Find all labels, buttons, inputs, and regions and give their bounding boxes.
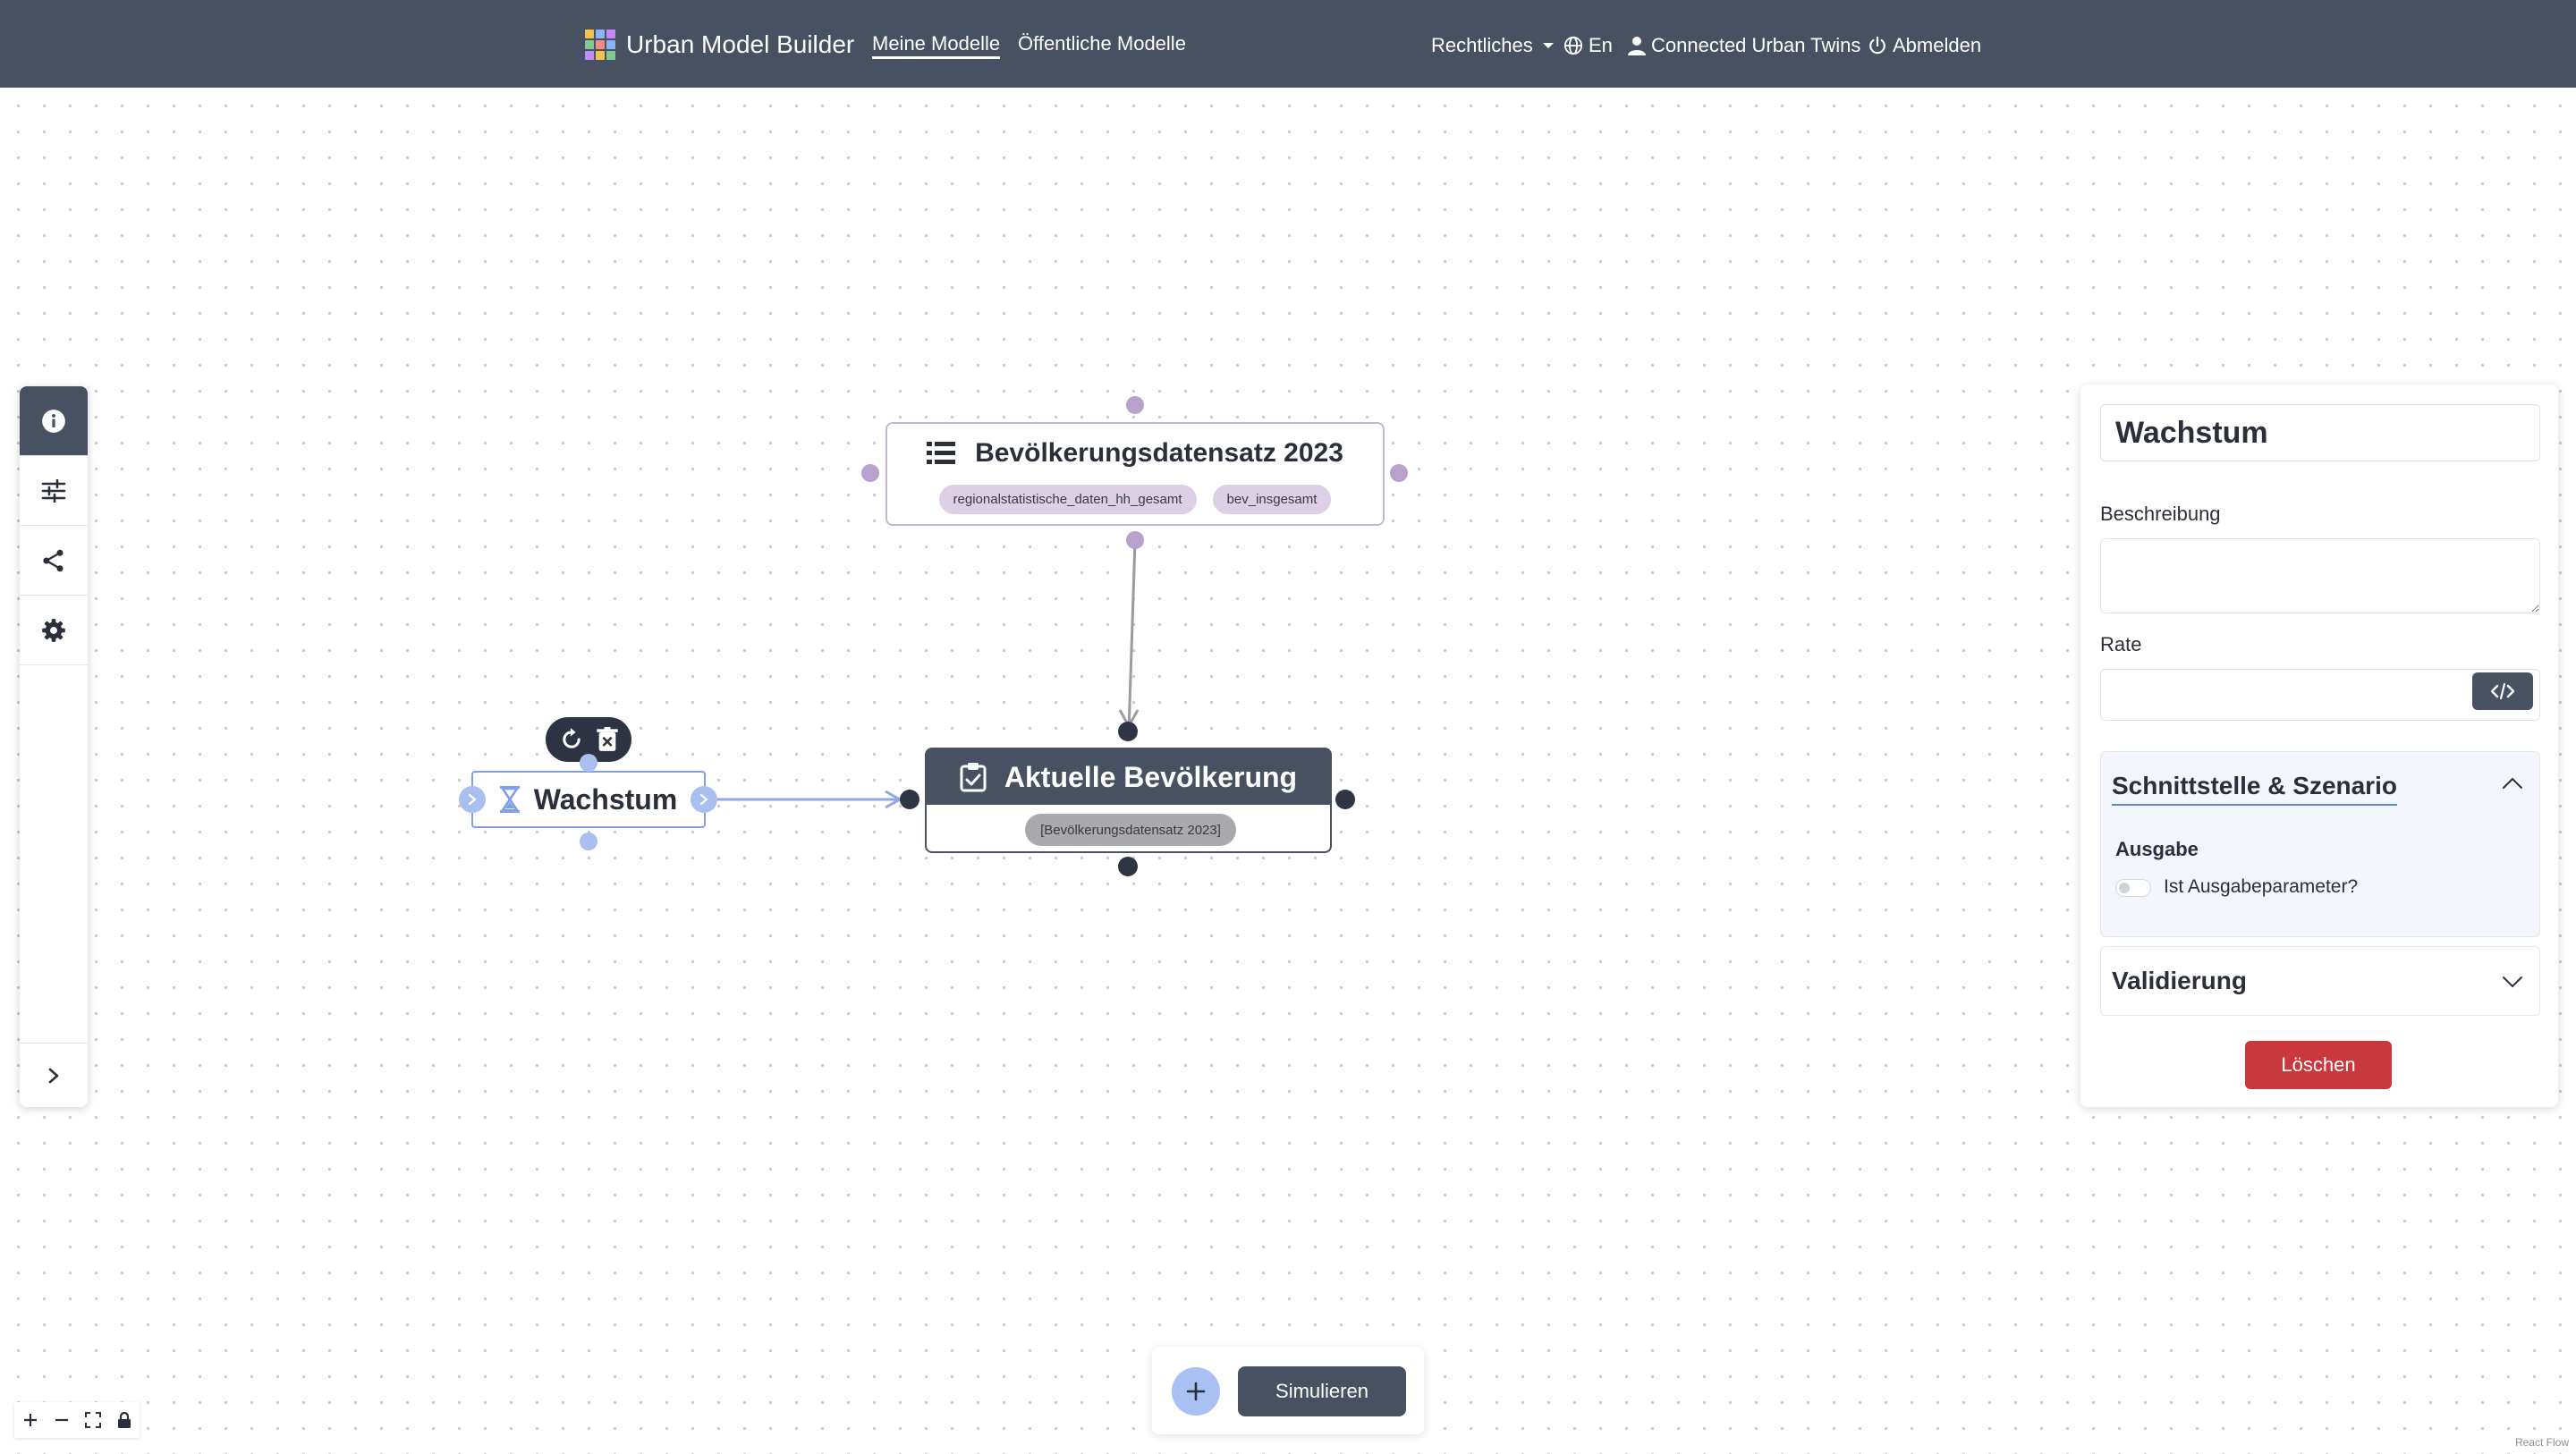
top-navbar: Urban Model Builder Meine Modelle Öffent… — [0, 0, 2576, 88]
accordion-validation[interactable]: Validierung — [2100, 946, 2540, 1016]
legal-label: Rechtliches — [1431, 34, 1533, 56]
sidebar-share-button[interactable] — [20, 526, 88, 596]
user-icon — [1628, 37, 1646, 55]
nav-link-public-models[interactable]: Öffentliche Modelle — [1018, 32, 1186, 55]
description-textarea[interactable] — [2100, 538, 2540, 613]
sliders-icon — [41, 478, 66, 503]
node-properties-panel: Beschreibung Rate Schnittstelle & Szenar… — [2080, 385, 2558, 1107]
chevron-up-icon — [2503, 777, 2522, 789]
fit-view-button[interactable] — [77, 1402, 108, 1438]
rate-label: Rate — [2100, 633, 2142, 655]
urban-model-logo-icon — [585, 30, 615, 60]
chevron-down-icon — [2503, 976, 2522, 988]
output-parameter-label: Ist Ausgabeparameter? — [2164, 876, 2359, 897]
delete-button[interactable]: Löschen — [2245, 1041, 2392, 1089]
clipboard-check-icon — [960, 763, 987, 792]
globe-icon — [1563, 36, 1583, 55]
trash-icon[interactable] — [597, 727, 618, 752]
plus-icon — [1186, 1382, 1206, 1401]
node-dataset-handle-left[interactable] — [861, 464, 879, 482]
brand[interactable]: Urban Model Builder — [585, 27, 854, 63]
code-icon — [2491, 683, 2514, 699]
population-tag: [Bevölkerungsdatensatz 2023] — [1025, 814, 1236, 846]
hourglass-icon — [499, 786, 520, 813]
left-sidebar — [20, 386, 88, 1107]
node-dataset[interactable]: Bevölkerungsdatensatz 2023 regionalstati… — [886, 422, 1385, 526]
rotate-icon[interactable] — [559, 727, 584, 752]
rate-input[interactable] — [2100, 669, 2540, 721]
language-switch[interactable]: En — [1563, 32, 1613, 59]
share-icon — [43, 549, 64, 571]
sidebar-expand-button[interactable] — [20, 1043, 88, 1107]
user-menu[interactable]: Connected Urban Twins — [1628, 32, 1860, 59]
lock-button[interactable] — [108, 1402, 140, 1438]
code-editor-button[interactable] — [2472, 672, 2533, 710]
logout-button[interactable]: Abmelden — [1868, 32, 1981, 59]
sidebar-info-button[interactable] — [20, 386, 88, 456]
user-name: Connected Urban Twins — [1651, 34, 1861, 56]
bottom-toolbar: Simulieren — [1152, 1347, 1424, 1434]
lock-icon — [117, 1412, 131, 1428]
sidebar-parameters-button[interactable] — [20, 456, 88, 526]
node-population[interactable]: Aktuelle Bevölkerung [Bevölkerungsdatens… — [925, 748, 1332, 853]
chevron-right-icon — [48, 1068, 59, 1083]
list-icon — [927, 442, 956, 464]
chevron-right-icon — [468, 793, 477, 806]
node-growth[interactable]: Wachstum — [471, 771, 706, 828]
output-parameter-toggle[interactable] — [2115, 879, 2151, 897]
caret-down-icon — [1542, 43, 1554, 48]
node-growth-handle-bottom[interactable] — [580, 833, 597, 850]
node-growth-handle-top[interactable] — [580, 754, 597, 772]
edge-dataset-to-population — [1127, 540, 1137, 732]
plus-icon — [23, 1414, 37, 1426]
chevron-right-icon — [699, 793, 708, 806]
minus-icon — [55, 1418, 68, 1422]
info-icon — [42, 409, 65, 433]
gear-icon — [42, 618, 65, 642]
node-dataset-handle-bottom[interactable] — [1126, 531, 1144, 549]
description-label: Beschreibung — [2100, 503, 2221, 525]
accordion-validation-title: Validierung — [2112, 967, 2247, 994]
node-dataset-handle-top[interactable] — [1126, 396, 1144, 414]
node-population-handle-right[interactable] — [1335, 790, 1355, 809]
dataset-tag: regionalstatistische_daten_hh_gesamt — [938, 485, 1197, 514]
node-population-header: Aktuelle Bevölkerung — [927, 749, 1330, 805]
zoom-in-button[interactable] — [14, 1402, 46, 1438]
node-dataset-tags: regionalstatistische_daten_hh_gesamt bev… — [887, 485, 1383, 514]
legal-dropdown[interactable]: Rechtliches — [1431, 32, 1555, 59]
node-name-input[interactable] — [2100, 404, 2540, 461]
node-dataset-handle-right[interactable] — [1390, 464, 1408, 482]
node-growth-handle-right[interactable] — [691, 786, 717, 813]
add-node-button[interactable] — [1172, 1367, 1220, 1416]
logout-label: Abmelden — [1893, 34, 1982, 56]
node-dataset-title: Bevölkerungsdatensatz 2023 — [887, 438, 1383, 469]
accordion-interface-scenario: Schnittstelle & Szenario Ausgabe Ist Aus… — [2100, 751, 2540, 937]
dataset-tag: bev_insgesamt — [1212, 485, 1332, 514]
nav-link-my-models[interactable]: Meine Modelle — [872, 32, 1001, 59]
fit-view-icon — [84, 1412, 101, 1428]
brand-name: Urban Model Builder — [626, 30, 855, 58]
sidebar-settings-button[interactable] — [20, 596, 88, 665]
edge-arrowhead-icon — [885, 790, 903, 809]
react-flow-attribution[interactable]: React Flow — [2515, 1436, 2570, 1449]
node-population-handle-left[interactable] — [900, 790, 919, 809]
language-label: En — [1589, 34, 1613, 56]
accordion-interface-header[interactable]: Schnittstelle & Szenario — [2101, 752, 2539, 820]
simulate-button[interactable]: Simulieren — [1238, 1366, 1406, 1416]
flow-controls — [14, 1402, 140, 1438]
output-label: Ausgabe — [2115, 838, 2199, 860]
node-population-handle-top[interactable] — [1118, 722, 1138, 741]
node-growth-handle-left[interactable] — [459, 786, 486, 813]
power-icon — [1869, 36, 1885, 55]
zoom-out-button[interactable] — [46, 1402, 77, 1438]
node-population-handle-bottom[interactable] — [1118, 857, 1138, 876]
accordion-interface-title: Schnittstelle & Szenario — [2112, 772, 2397, 806]
